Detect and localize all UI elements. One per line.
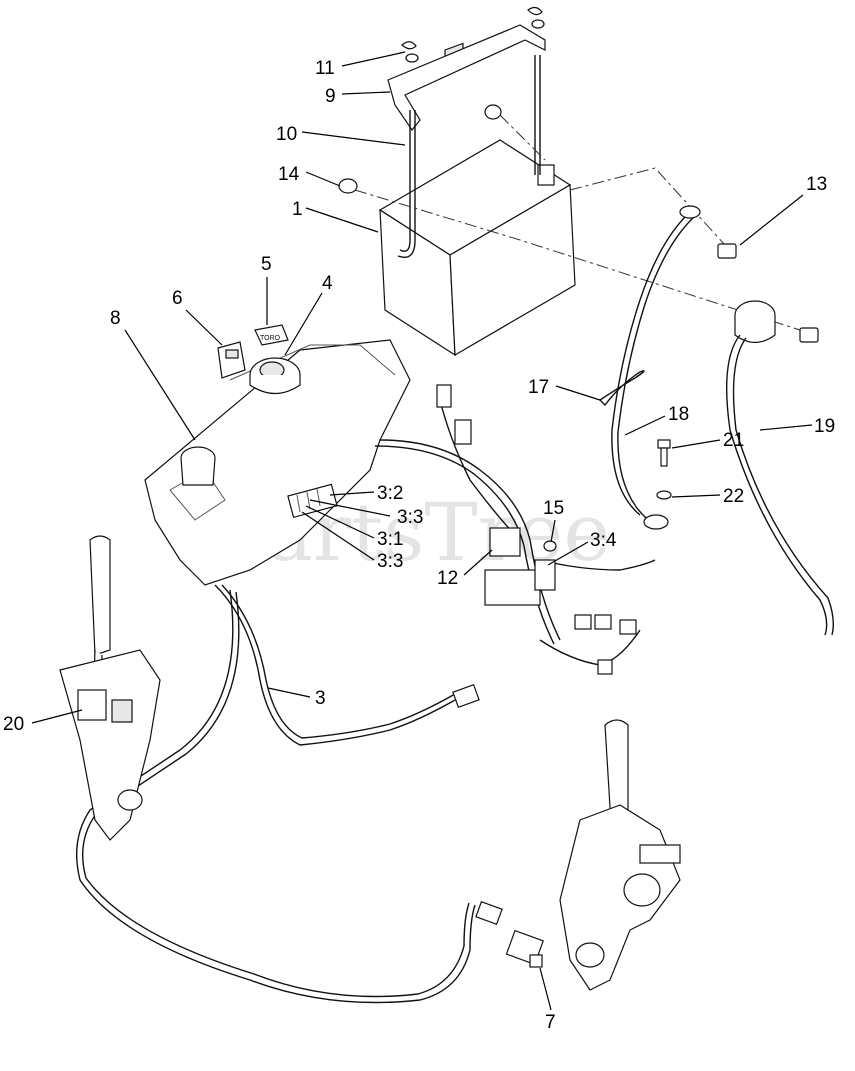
callout-10: 10 [276, 124, 297, 145]
seat-switch-7 [505, 929, 544, 968]
nut-14 [338, 104, 502, 194]
ignition-key: TORO [254, 324, 289, 346]
callout-1: 1 [292, 199, 303, 220]
callout-labels: 11 9 10 14 1 13 5 4 6 8 17 18 19 21 22 3… [3, 58, 835, 1033]
battery-cable-19 [725, 300, 835, 636]
right-control-lever [559, 719, 681, 991]
callout-8: 8 [110, 308, 121, 329]
callout-18: 18 [668, 404, 689, 425]
relay-12 [484, 527, 556, 606]
callout-3-4: 3:4 [590, 530, 617, 551]
callout-3-3b: 3:3 [377, 551, 403, 572]
battery-cable-18 [611, 205, 701, 530]
assembly-line [499, 114, 546, 161]
battery-hold-down-bracket [387, 24, 546, 132]
callout-3: 3 [315, 688, 326, 709]
callout-22: 22 [723, 486, 744, 507]
j-bolt-right [534, 55, 541, 175]
interlock-switch-20 [77, 689, 133, 723]
callout-4: 4 [322, 273, 333, 294]
callout-5: 5 [261, 254, 272, 275]
washer-22 [656, 490, 672, 500]
left-control-lever [59, 535, 161, 841]
cable-tie-17 [598, 370, 645, 407]
callout-11: 11 [315, 58, 335, 79]
callout-3-3a: 3:3 [397, 507, 423, 528]
assembly-line [354, 189, 801, 331]
key-brand: TORO [260, 335, 281, 342]
pto-switch [180, 446, 216, 486]
callout-13: 13 [806, 174, 827, 195]
wire-harness [75, 399, 656, 1004]
callout-9: 9 [325, 86, 336, 107]
j-bolt-left [397, 110, 416, 258]
connectors-cluster [574, 614, 637, 675]
nut-15 [543, 540, 557, 552]
callout-7: 7 [545, 1012, 556, 1033]
callout-20: 20 [3, 714, 24, 735]
ignition-switch [249, 357, 301, 395]
wing-nut-left [401, 41, 419, 63]
switch-6 [217, 341, 246, 379]
bolt-21 [657, 439, 671, 467]
wing-nut-right [527, 6, 545, 29]
fuse-block-connectors [436, 384, 472, 445]
callout-3-1: 3:1 [377, 529, 403, 550]
assembly-line [569, 167, 726, 246]
callout-21: 21 [723, 430, 744, 451]
callout-19: 19 [814, 416, 835, 437]
callout-3-2: 3:2 [377, 483, 403, 504]
callout-17: 17 [528, 377, 549, 398]
callout-14: 14 [278, 164, 300, 185]
leader-lines [31, 51, 813, 1011]
cap-screw-13 [717, 243, 819, 343]
callout-15: 15 [543, 498, 564, 519]
callout-12: 12 [437, 568, 458, 589]
callout-6: 6 [172, 288, 183, 309]
